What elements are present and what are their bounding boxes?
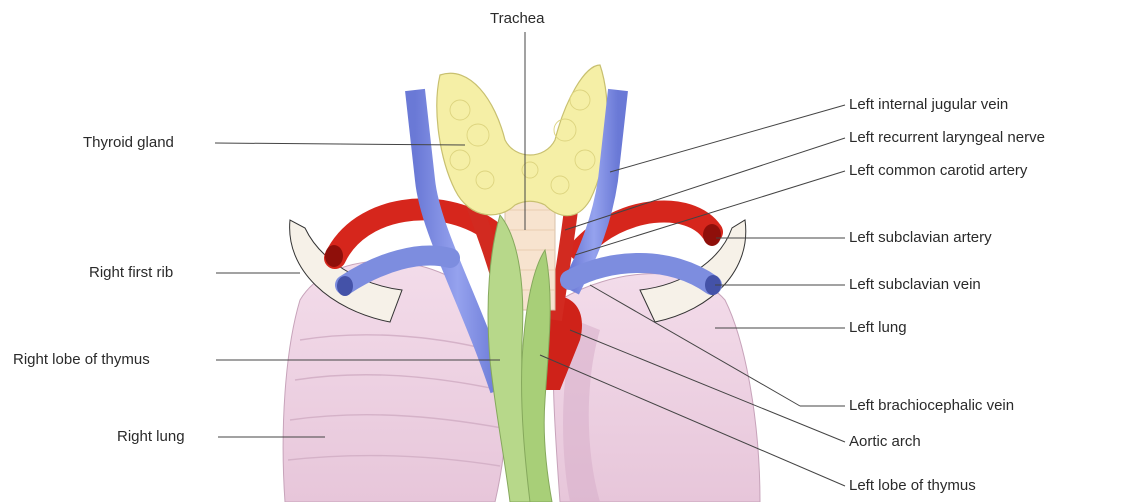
label-left-brachiocephalic-vein: Left brachiocephalic vein: [849, 397, 1014, 415]
right-subclavian-vein-end: [337, 276, 353, 296]
thyroid-gland-shape: [437, 65, 608, 216]
right-subclavian-artery-end: [325, 245, 343, 267]
label-left-subclavian-artery: Left subclavian artery: [849, 229, 992, 247]
label-left-recurrent-laryngeal-nerve: Left recurrent laryngeal nerve: [849, 129, 1045, 147]
label-left-common-carotid-artery: Left common carotid artery: [849, 162, 1027, 180]
label-trachea: Trachea: [490, 10, 544, 28]
label-left-lobe-of-thymus: Left lobe of thymus: [849, 477, 976, 495]
label-left-internal-jugular-vein: Left internal jugular vein: [849, 96, 1008, 114]
label-aortic-arch: Aortic arch: [849, 433, 921, 451]
label-right-lobe-of-thymus: Right lobe of thymus: [13, 351, 150, 369]
label-right-lung: Right lung: [117, 428, 185, 446]
label-left-subclavian-vein: Left subclavian vein: [849, 276, 981, 294]
label-right-first-rib: Right first rib: [89, 264, 173, 282]
label-thyroid-gland: Thyroid gland: [83, 134, 174, 152]
label-left-lung: Left lung: [849, 319, 907, 337]
left-subclavian-artery-end: [703, 224, 721, 246]
